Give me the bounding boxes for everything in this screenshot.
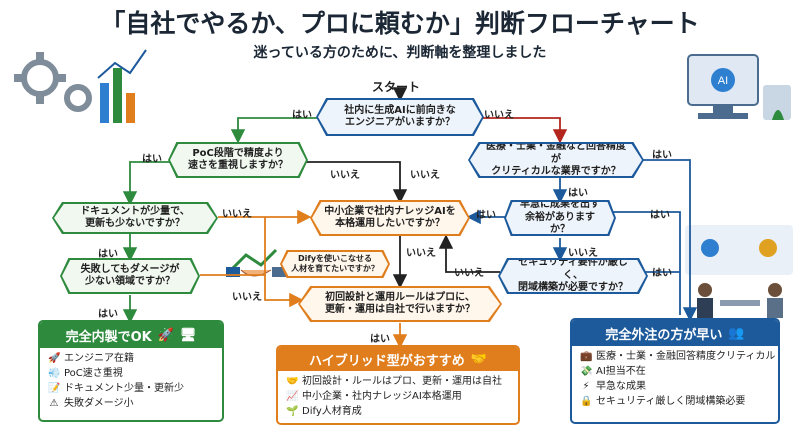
label-yes-engineer: はい xyxy=(292,110,312,121)
label-yes-poc: はい xyxy=(142,154,162,165)
node-document-question: ドキュメントが少量で、 更新も少ないですか？ xyxy=(52,202,218,234)
list-item: 💨PoC速さ重視 xyxy=(48,368,123,379)
label-no-speed: いいえ xyxy=(568,248,598,259)
gears-chart-illustration xyxy=(14,49,147,123)
memo-icon: 📝 xyxy=(48,383,61,394)
lock-icon: 🔒 xyxy=(580,396,593,407)
result-hybrid-header: ハイブリッド型がおすすめ 🤝 xyxy=(278,347,518,371)
result-outsource-header: 完全外注の方が早い 👥 xyxy=(572,320,778,346)
list-item: 💼医療・士業・金融回答精度クリティカル xyxy=(580,351,776,362)
list-item: 🔒セキュリティ厳しく閉域構築必要 xyxy=(580,396,746,407)
rocket-icon: 🚀 xyxy=(48,353,61,364)
node-failure-text: 失敗してもダメージが 少ない領域ですか？ xyxy=(80,263,180,288)
list-item: 📝ドキュメント少量・更新少 xyxy=(48,383,184,394)
node-engineer-question: 社内に生成AIに前向きな エンジニアがいますか？ xyxy=(316,98,484,136)
label-no-failure: いいえ xyxy=(232,292,262,303)
result-inhouse-box: 完全内製でOK 🚀 🖥 🚀エンジニア在籍 💨PoC速さ重視 📝ドキュメント少量・… xyxy=(38,320,224,422)
label-yes-hybrid: はい xyxy=(370,334,390,345)
list-item: 🌱Dify人材育成 xyxy=(286,406,362,417)
money-icon: 💸 xyxy=(580,366,593,377)
label-yes-document: はい xyxy=(98,249,118,260)
handshake-icon: 🤝 xyxy=(286,376,299,387)
label-yes-speed-top: はい xyxy=(568,188,588,199)
result-outsource-box: 完全外注の方が早い 👥 💼医療・士業・金融回答精度クリティカル 💸AI担当不在 … xyxy=(570,318,780,424)
label-yes-failure: はい xyxy=(98,309,118,320)
page-subtitle: 迷っている方のために、判断軸を整理しました xyxy=(253,45,547,61)
label-no-security: いいえ xyxy=(454,268,484,279)
node-industry-question: 医療・士業・金融など回答精度が クリティカルな業界ですか？ xyxy=(468,142,644,178)
node-dify-question: Difyを使いこなせる 人材を育てたいですか？ xyxy=(280,250,390,278)
label-yes-speed: はい xyxy=(476,210,496,221)
list-item: ⚡早急な成果 xyxy=(580,379,770,394)
monitor-icon: 🖥 xyxy=(179,327,197,343)
label-yes-industry: はい xyxy=(652,150,672,161)
handshake-icon: 🤝 xyxy=(470,351,487,367)
wind-icon: 💨 xyxy=(48,368,61,379)
result-inhouse-title: 完全内製でOK xyxy=(65,329,152,345)
node-security-question: セキュリティ要件が厳しく、 閉域構築が必要ですか？ xyxy=(498,258,648,294)
meeting-people-illustration xyxy=(685,225,793,318)
result-hybrid-box: ハイブリッド型がおすすめ 🤝 🤝初回設計・ルールはプロ、更新・運用は自社 📈中小… xyxy=(276,345,520,425)
list-item: 🤝初回設計・ルールはプロ、更新・運用は自社 xyxy=(286,376,502,387)
sprout-icon: 🌱 xyxy=(286,406,299,417)
node-sme-text: 中小企業で社内ナレッジAIを 本格運用したいですか？ xyxy=(324,205,456,230)
lightning-icon: ⚡ xyxy=(582,381,590,392)
label-no-poc: いいえ xyxy=(330,170,360,181)
page-title: 「自社でやるか、プロに頼むか」判断フローチャート xyxy=(100,9,700,38)
result-inhouse-header: 完全内製でOK 🚀 🖥 xyxy=(40,322,222,348)
result-hybrid-title: ハイブリッド型がおすすめ xyxy=(309,353,465,369)
node-document-text: ドキュメントが少量で、 更新も少ないですか？ xyxy=(80,205,190,230)
result-outsource-title: 完全外注の方が早い xyxy=(605,327,723,343)
label-no-document: いいえ xyxy=(222,209,252,220)
people-icon: 👥 xyxy=(728,325,745,341)
svg-text:AI: AI xyxy=(718,75,728,87)
node-poc-question: PoC段階で精度より 速さを重視しますか？ xyxy=(168,142,308,178)
list-item: 🚀エンジニア在籍 xyxy=(48,353,134,364)
node-speed-text: 早急に成果を出す 余裕がありますか？ xyxy=(520,199,600,236)
label-no-industry: いいえ xyxy=(410,170,440,181)
list-item: 📈中小企業・社内ナレッジAI本格運用 xyxy=(286,391,462,402)
node-poc-text: PoC段階で精度より 速さを重視しますか？ xyxy=(188,147,288,172)
warning-icon: ⚠ xyxy=(49,398,59,409)
briefcase-icon: 💼 xyxy=(580,351,593,362)
chart-icon: 📈 xyxy=(286,391,299,402)
list-item: 💸AI担当不在 xyxy=(580,366,646,377)
monitor-ai-illustration: AI xyxy=(687,54,791,120)
label-no-sme: いいえ xyxy=(406,248,436,259)
label-yes-security: はい xyxy=(652,268,672,279)
node-failure-question: 失敗してもダメージが 少ない領域ですか？ xyxy=(60,258,200,294)
start-label: スタート xyxy=(372,80,421,94)
node-hybrid-question: 初回設計と運用ルールはプロに、 更新・運用は自社で行いますか？ xyxy=(298,286,502,322)
list-item: ⚠失敗ダメージ小 xyxy=(49,398,134,409)
label-no-engineer: いいえ xyxy=(484,110,514,121)
node-industry-text: 医療・士業・金融など回答精度が クリティカルな業界ですか？ xyxy=(486,141,626,178)
node-hybrid-text: 初回設計と運用ルールはプロに、 更新・運用は自社で行いますか？ xyxy=(325,291,475,316)
node-security-text: セキュリティ要件が厳しく、 閉域構築が必要ですか？ xyxy=(518,257,628,294)
node-engineer-text: 社内に生成AIに前向きな エンジニアがいますか？ xyxy=(344,104,456,129)
node-dify-text: Difyを使いこなせる 人材を育てたいですか？ xyxy=(291,254,379,273)
rocket-icon: 🚀 xyxy=(157,327,174,343)
label-yes-speed-right: はい xyxy=(650,210,670,221)
node-speed-question: 早急に成果を出す 余裕がありますか？ xyxy=(504,200,616,236)
node-sme-question: 中小企業で社内ナレッジAIを 本格運用したいですか？ xyxy=(310,200,470,236)
